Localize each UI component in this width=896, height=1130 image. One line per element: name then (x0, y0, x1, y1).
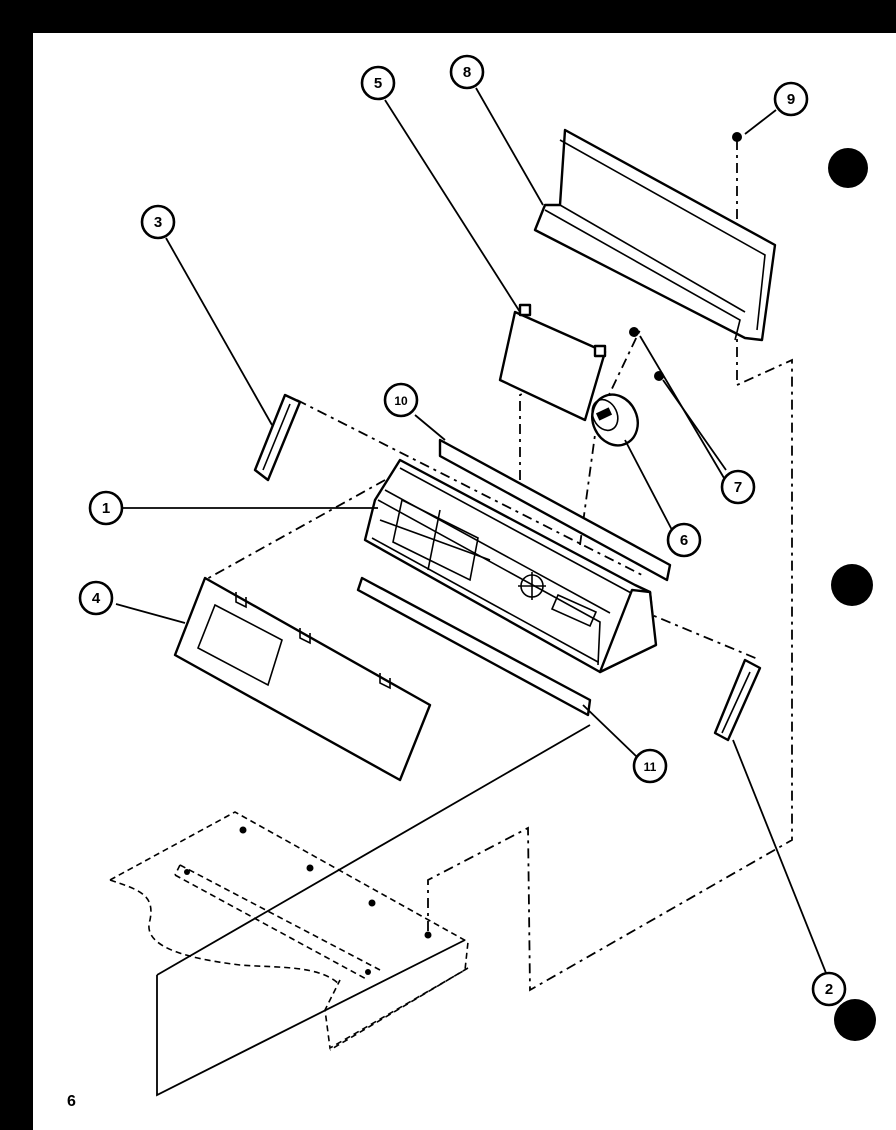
callout-label: 10 (394, 394, 408, 408)
part-bracket (498, 303, 607, 422)
part-bottom-strip (356, 576, 592, 717)
callout-2: 2 (811, 971, 847, 1007)
callout-7: 7 (720, 469, 756, 505)
callout-5: 5 (360, 65, 396, 101)
callout-1: 1 (88, 490, 124, 526)
callout-8: 8 (449, 54, 485, 90)
page-number: 6 (67, 1093, 76, 1110)
callout-label: 5 (374, 75, 382, 92)
callout-11: 11 (632, 748, 668, 784)
callout-label: 6 (680, 532, 688, 549)
callout-label: 11 (644, 760, 657, 774)
punch-hole-middle (831, 564, 873, 606)
punch-hole-top (828, 148, 868, 188)
part-top-trim-channel (533, 128, 777, 342)
callout-9: 9 (773, 81, 809, 117)
callout-6: 6 (666, 522, 702, 558)
callout-label: 9 (787, 91, 795, 108)
part-left-end-cap (253, 393, 302, 482)
part-control-console (363, 458, 658, 674)
assembly-dash-lines (204, 140, 793, 992)
part-right-end-cap (713, 658, 762, 742)
part-panel (173, 576, 432, 782)
callout-label: 8 (463, 64, 471, 81)
cabinet-edge-lines (156, 724, 591, 1097)
callout-label: 2 (825, 981, 833, 998)
callout-label: 1 (102, 500, 110, 517)
part-knob (591, 393, 639, 447)
callout-4: 4 (78, 580, 114, 616)
callout-label: 7 (734, 479, 742, 496)
leader-lines (115, 87, 827, 974)
callout-label: 4 (92, 590, 101, 607)
part-top-strip (438, 438, 672, 582)
callout-10: 10 (383, 382, 419, 418)
callout-3: 3 (140, 204, 176, 240)
punch-hole-bottom (834, 999, 876, 1041)
part-screw-top (732, 132, 742, 142)
callout-label: 3 (154, 214, 162, 231)
